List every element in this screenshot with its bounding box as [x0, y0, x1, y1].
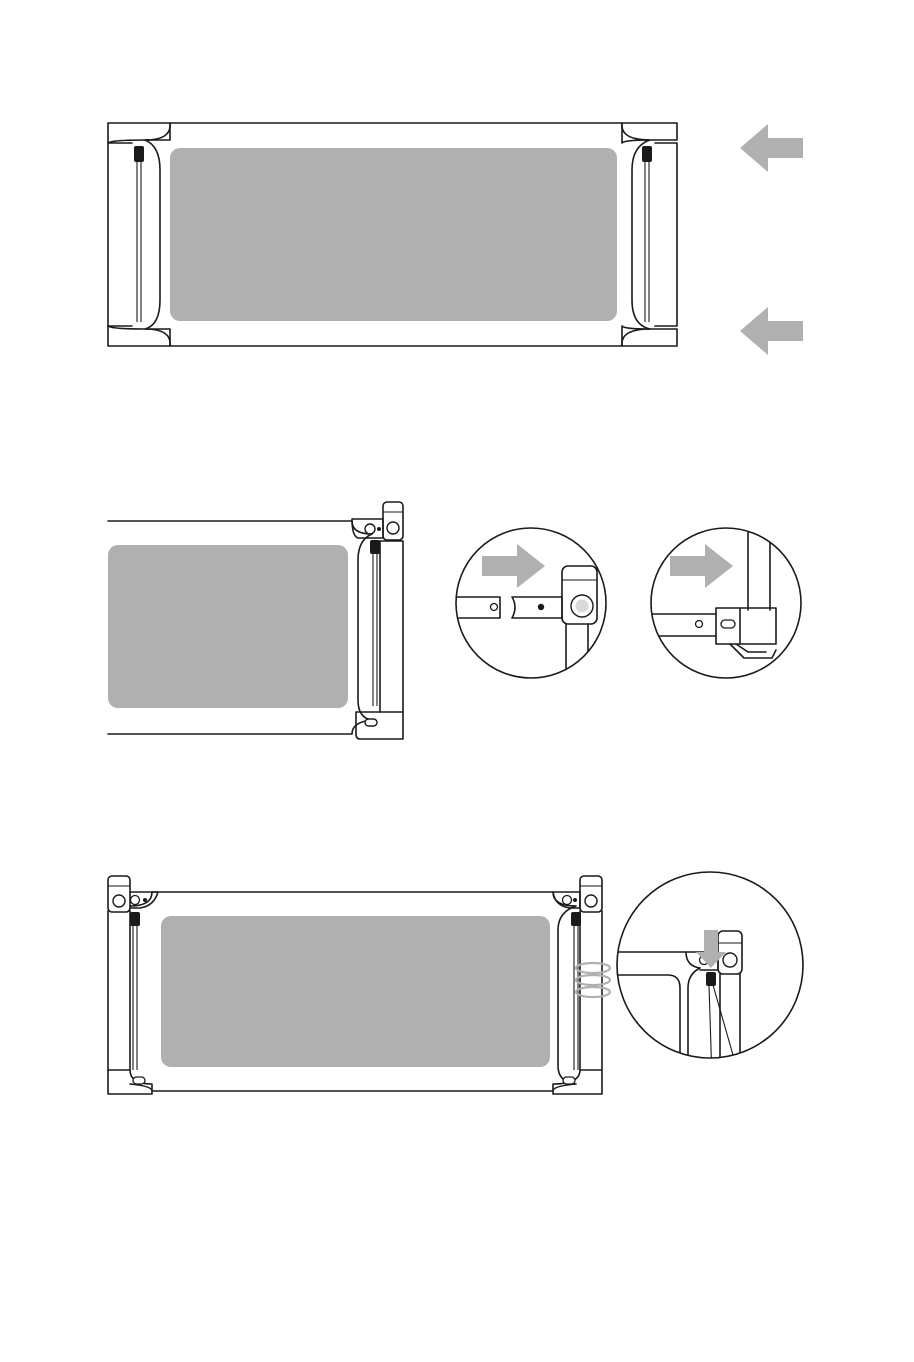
step-2-hinge-attach: [108, 502, 801, 739]
mesh-panel: [161, 916, 550, 1067]
right-post: [580, 911, 602, 1070]
top-hinge: [352, 502, 403, 540]
arrow-left-icon: [740, 307, 803, 355]
left-post: [108, 911, 130, 1070]
bottom-left-rail: [108, 326, 170, 346]
left-tension-rod: [134, 146, 144, 322]
bottom-left-bracket: [108, 1070, 152, 1094]
mesh-panel: [170, 148, 617, 321]
magnifier-detail-hinge: [455, 528, 606, 690]
right-post: [655, 143, 677, 326]
mesh-panel: [108, 545, 348, 708]
step-3-installed-gate: [108, 872, 803, 1094]
top-left-rail: [108, 123, 170, 143]
right-tension-rod: [642, 146, 652, 322]
magnifier-detail-press: [600, 872, 803, 1080]
magnifier-detail-bracket: [645, 520, 801, 678]
right-post: [380, 541, 403, 712]
step-1-gate-frame: [108, 123, 803, 355]
bottom-right-bracket: [553, 1070, 602, 1094]
rotation-rings-icon: [576, 963, 610, 997]
left-post: [108, 143, 132, 326]
arrow-left-icon: [740, 124, 803, 172]
top-right-hinge: [553, 876, 602, 912]
